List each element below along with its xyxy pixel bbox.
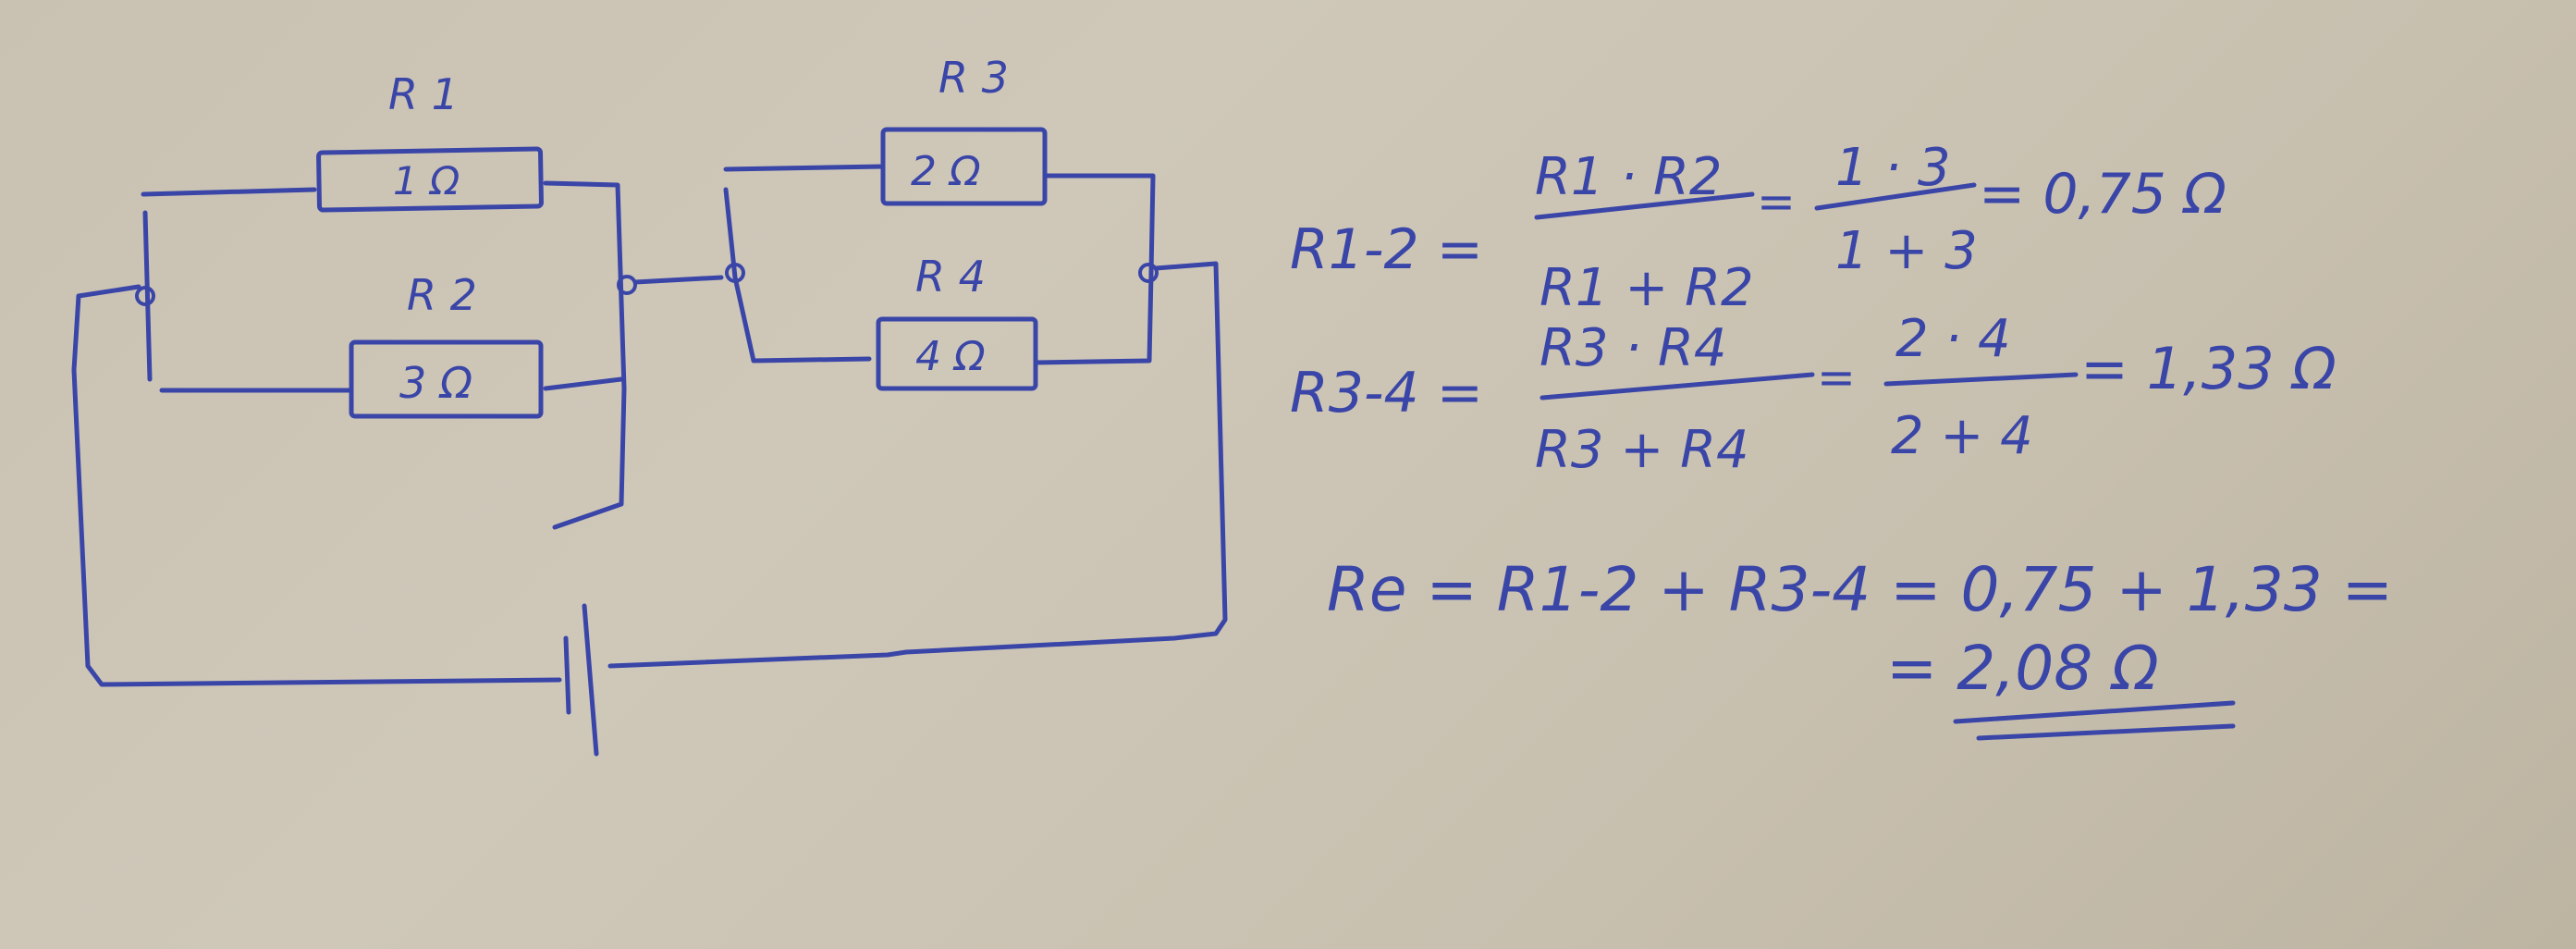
- wire-r1-right: [543, 180, 627, 530]
- value-r3: 2 Ω: [911, 148, 981, 195]
- battery-positive-plate: [582, 603, 599, 757]
- eq-r12-eq1: =: [1757, 175, 1796, 228]
- wire-right-vertical: [723, 187, 872, 364]
- equation-r12: R1-2 = R1 · R2 R1 + R2 = 1 · 3 1 + 3 = 0…: [1290, 138, 2226, 318]
- parallel-block-r1-r2: [135, 146, 637, 530]
- eq-r12-den-values: 1 + 3: [1835, 221, 1978, 281]
- resistor-r3: [880, 127, 1048, 206]
- value-r4: 4 Ω: [915, 333, 986, 380]
- eq-r12-num-values: 1 · 3: [1835, 138, 1951, 198]
- resistor-r4: [876, 316, 1038, 391]
- wire-outer-left: [71, 284, 562, 687]
- wire-series-link: [632, 275, 724, 285]
- eq-r12-result: = 0,75 Ω: [1979, 162, 2226, 227]
- eq-r34-den-values: 2 + 4: [1891, 406, 2033, 466]
- value-r2: 3 Ω: [399, 358, 472, 408]
- battery-negative-plate: [563, 635, 571, 715]
- circuit-diagram: R 1 1 Ω R 2 3 Ω R 3 2 Ω R 4 4 Ω: [71, 53, 1228, 757]
- eq-r34-result: = 1,33 Ω: [2080, 335, 2337, 402]
- result-underline-1: [1953, 700, 2236, 724]
- parallel-block-r3-r4: [723, 127, 1159, 391]
- wire-right-top: [723, 164, 886, 172]
- resistor-r1: [316, 146, 544, 213]
- eq-r12-den: R1 + R2: [1539, 258, 1754, 318]
- eq-r34-num: R3 · R4: [1539, 318, 1726, 378]
- label-r2: R 2: [407, 270, 477, 320]
- junction-node-mid-left: [617, 275, 637, 295]
- eq-re-line1: Re = R1-2 + R3-4 = 0,75 + 1,33 =: [1327, 554, 2393, 625]
- wire-r2-right: [543, 376, 624, 391]
- equation-r34: R3-4 = R3 · R4 R3 + R4 = 2 · 4 2 + 4 = 1…: [1290, 309, 2337, 480]
- eq-r34-num-values: 2 · 4: [1895, 309, 2011, 369]
- resistor-r2: [349, 339, 544, 419]
- wire-left-vertical: [142, 210, 153, 382]
- label-r3: R 3: [938, 53, 1009, 103]
- eq-r12-fraction-bar: [1534, 191, 1755, 220]
- eq-r12-num: R1 · R2: [1535, 147, 1722, 207]
- junction-node-right: [1138, 263, 1159, 283]
- label-r4: R 4: [915, 252, 986, 302]
- wire-r3-right: [1033, 173, 1156, 365]
- eq-r12-values-bar: [1814, 182, 1977, 211]
- wire-left-top: [141, 187, 317, 197]
- result-underline-2: [1976, 723, 2236, 741]
- junction-node-mid-right: [725, 263, 745, 283]
- label-r1: R 1: [388, 69, 459, 119]
- junction-node-left: [135, 286, 155, 306]
- eq-r34-fraction-bar: [1539, 372, 1815, 401]
- battery-icon: [563, 603, 599, 757]
- eq-r34-lhs: R3-4 =: [1290, 361, 1483, 425]
- eq-r12-lhs: R1-2 =: [1290, 217, 1483, 282]
- eq-r34-den: R3 + R4: [1535, 420, 1749, 480]
- eq-r34-values-bar: [1883, 372, 2079, 387]
- wire-outer-right: [607, 261, 1228, 669]
- value-r1: 1 Ω: [393, 158, 460, 203]
- eq-r34-eq1: =: [1817, 351, 1856, 404]
- equation-re: Re = R1-2 + R3-4 = 0,75 + 1,33 = = 2,08 …: [1327, 554, 2393, 741]
- eq-re-line2: = 2,08 Ω: [1886, 633, 2159, 704]
